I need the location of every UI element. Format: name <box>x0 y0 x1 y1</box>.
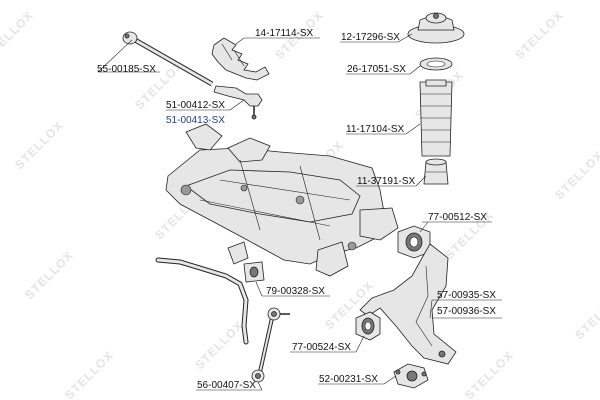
part-label-11-37191: 11-37191-SX <box>357 176 416 187</box>
stabilizer-bushing-drawing <box>227 241 265 283</box>
part-label-79-00328: 79-00328-SX <box>266 286 325 297</box>
watermark-text: STELLOX <box>572 288 600 342</box>
arm-bushing-front-drawing <box>355 311 381 341</box>
arm-bushing-rear-drawing <box>397 225 431 259</box>
part-label-26-17051: 26-17051-SX <box>347 64 406 75</box>
ball-joint-drawing <box>393 363 429 389</box>
part-label-12-17296: 12-17296-SX <box>341 32 400 43</box>
tie-rod-drawing <box>122 31 214 87</box>
watermark-text: STELLOX <box>62 348 116 400</box>
part-label-57-00936: 57-00936-SX <box>437 306 496 317</box>
strut-mount-drawing <box>407 12 465 44</box>
watermark-text: STELLOX <box>552 148 600 202</box>
steering-boot-drawing <box>211 37 270 81</box>
tie-rod-end-drawing <box>213 85 263 120</box>
part-label-51-00413: 51-00413-SX <box>166 115 225 126</box>
stabilizer-link-drawing <box>251 307 290 383</box>
watermark-text: STELLOX <box>22 248 76 302</box>
part-label-52-00231: 52-00231-SX <box>319 374 378 385</box>
part-label-56-00407: 56-00407-SX <box>197 380 256 391</box>
part-label-77-00512: 77-00512-SX <box>428 212 487 223</box>
part-label-55-00185: 55-00185-SX <box>97 64 156 75</box>
part-label-14-17114: 14-17114-SX <box>255 28 314 39</box>
watermark-text: STELLOX <box>0 8 36 62</box>
part-label-57-00935: 57-00935-SX <box>437 290 496 301</box>
part-label-51-00412: 51-00412-SX <box>166 100 225 111</box>
bump-stop-drawing <box>423 158 449 185</box>
bump-boot-drawing <box>419 79 453 157</box>
watermark-text: STELLOX <box>192 318 246 372</box>
watermark-text: STELLOX <box>512 8 566 62</box>
part-labels: 55-00185-SX 14-17114-SX 12-17296-SX 26-1… <box>97 28 496 391</box>
watermark-text: STELLOX <box>462 348 516 400</box>
part-label-77-00524: 77-00524-SX <box>292 342 351 353</box>
part-label-11-17104: 11-17104-SX <box>346 124 405 135</box>
lower-control-arm-drawing <box>359 243 457 365</box>
leader-lines <box>97 33 502 391</box>
watermark-text: STELLOX <box>12 118 66 172</box>
stabilizer-bar-drawing <box>155 257 249 345</box>
strut-bearing-drawing <box>419 57 453 71</box>
subframe-drawing <box>165 123 399 277</box>
